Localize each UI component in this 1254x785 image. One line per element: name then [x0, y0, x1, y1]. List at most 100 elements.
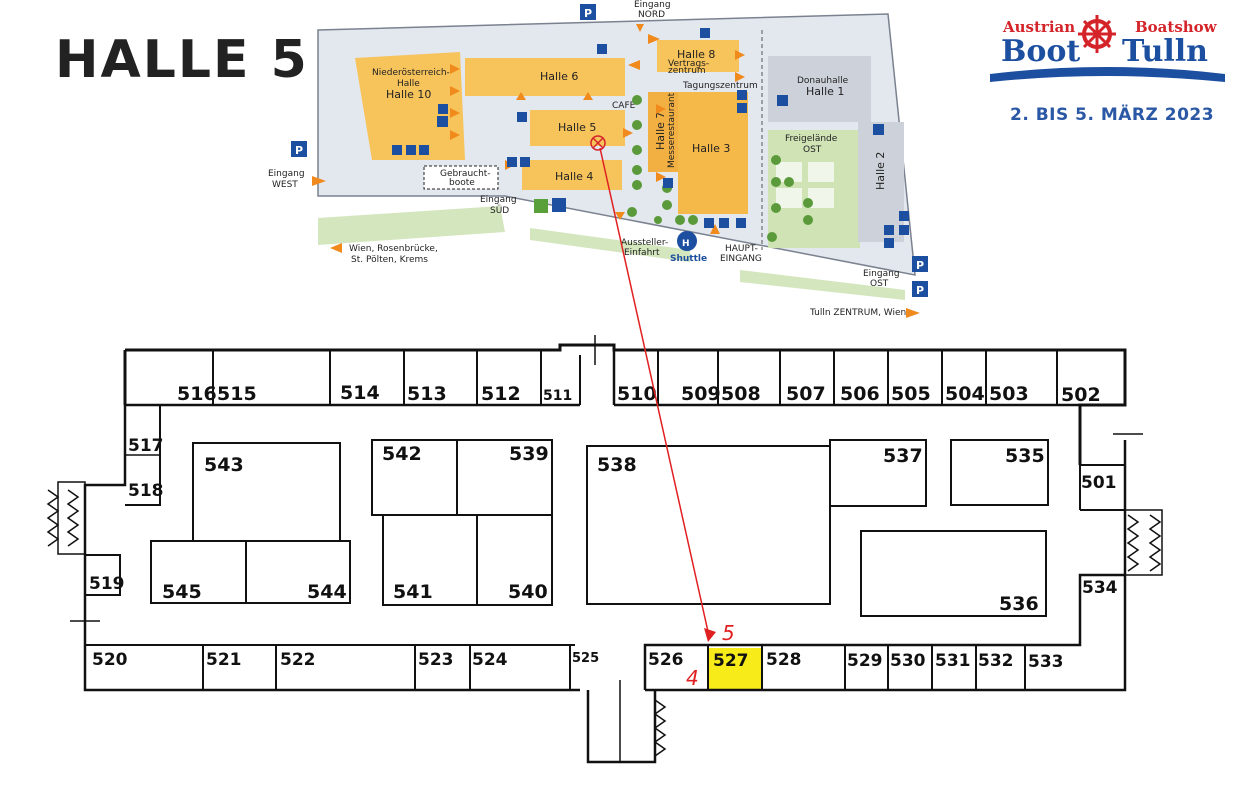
label-eingang-nord: Eingang — [634, 0, 671, 10]
stand-541-box[interactable] — [382, 514, 478, 606]
label-halle-6: Halle 6 — [540, 70, 578, 83]
stand-545-box[interactable] — [150, 540, 247, 604]
label-aussteller: Aussteller- — [621, 238, 668, 248]
stand-532[interactable]: 532 — [978, 651, 1014, 671]
stand-540-box[interactable] — [476, 514, 553, 606]
logo-wave — [990, 15, 1225, 82]
event-dates: 2. BIS 5. MÄRZ 2023 — [1010, 105, 1215, 125]
wc-icons — [438, 28, 909, 228]
logo-tulln: Tulln — [1122, 34, 1208, 69]
stand-523[interactable]: 523 — [418, 650, 454, 670]
label-sued: SÜD — [490, 205, 509, 216]
bus-stop-h: H — [682, 239, 690, 249]
stand-543-box[interactable] — [192, 442, 341, 542]
label-eingang-haupt: EINGANG — [720, 254, 762, 264]
stand-537-box[interactable] — [829, 439, 927, 507]
stand-530[interactable]: 530 — [890, 651, 926, 671]
green-area-south — [530, 228, 690, 262]
stand-510[interactable]: 510 — [617, 383, 657, 405]
stand-536-box[interactable] — [860, 530, 1047, 617]
label-halle-4: Halle 4 — [555, 170, 593, 183]
stand-508[interactable]: 508 — [721, 383, 761, 405]
bottom-row-dividers — [202, 645, 1026, 690]
parking-label-nord: P — [584, 7, 592, 20]
stand-539-box[interactable] — [456, 439, 553, 516]
green-area-west — [318, 206, 505, 245]
stand-509[interactable]: 509 — [681, 383, 721, 405]
stand-512[interactable]: 512 — [481, 383, 521, 405]
stand-507[interactable]: 507 — [786, 383, 826, 405]
stand-511[interactable]: 511 — [543, 388, 572, 404]
label-niederoesterreich: Niederösterreich- — [372, 68, 450, 78]
stand-527[interactable]: 527 — [713, 651, 749, 671]
logo-boatshow: Boatshow — [1135, 18, 1217, 36]
stand-545[interactable]: 545 — [162, 581, 202, 603]
stand-533[interactable]: 533 — [1028, 652, 1064, 672]
shuttle-icon — [677, 231, 697, 251]
stand-502[interactable]: 502 — [1061, 384, 1101, 406]
stand-504[interactable]: 504 — [945, 383, 985, 405]
label-einfahrt: Einfahrt — [624, 248, 660, 258]
stand-531[interactable]: 531 — [935, 651, 971, 671]
halle-6 — [465, 58, 625, 96]
stand-519[interactable]: 519 — [89, 574, 125, 594]
stand-521[interactable]: 521 — [206, 650, 242, 670]
halle-10 — [355, 52, 465, 160]
label-halle-10: Halle 10 — [386, 88, 431, 101]
stand-535-box[interactable] — [950, 439, 1049, 506]
stand-501[interactable]: 501 — [1081, 473, 1117, 493]
stand-538[interactable]: 538 — [597, 454, 637, 476]
halle-2 — [858, 122, 904, 242]
stand-541[interactable]: 541 — [393, 581, 433, 603]
stand-522[interactable]: 522 — [280, 650, 316, 670]
parking-label-ost-1: P — [916, 259, 924, 272]
stand-524[interactable]: 524 — [472, 650, 508, 670]
label-halle-2: Halle 2 — [874, 152, 887, 190]
route-arrowhead — [704, 628, 716, 642]
label-nord: NORD — [638, 10, 665, 20]
parking-label-west: P — [295, 144, 303, 157]
stand-538-box[interactable] — [586, 445, 831, 605]
label-messerestaurant: Messerestaurant — [667, 92, 677, 168]
label-eingang-ost: Eingang — [863, 269, 900, 279]
stand-543[interactable]: 543 — [204, 454, 244, 476]
stand-544[interactable]: 544 — [307, 581, 347, 603]
stand-529[interactable]: 529 — [847, 651, 883, 671]
stand-517[interactable]: 517 — [128, 436, 164, 456]
stand-516[interactable]: 516 — [177, 383, 217, 405]
stand-514[interactable]: 514 — [340, 382, 380, 404]
stand-503[interactable]: 503 — [989, 383, 1029, 405]
label-west: WEST — [272, 180, 298, 190]
stand-515[interactable]: 515 — [217, 383, 257, 405]
stand-535[interactable]: 535 — [1005, 445, 1045, 467]
stand-544-box[interactable] — [245, 540, 351, 604]
stand-536[interactable]: 536 — [999, 593, 1039, 615]
stand-525[interactable]: 525 — [572, 651, 599, 666]
stand-506[interactable]: 506 — [840, 383, 880, 405]
label-halle-3: Halle 3 — [692, 142, 730, 155]
label-shuttle: Shuttle — [670, 254, 707, 264]
stand-528[interactable]: 528 — [766, 650, 802, 670]
parking-icons — [291, 4, 928, 297]
stand-520[interactable]: 520 — [92, 650, 128, 670]
donauhalle-halle-1 — [768, 56, 871, 122]
parking-label-ost-2: P — [916, 284, 924, 297]
stand-542[interactable]: 542 — [382, 443, 422, 465]
boatshow-logo: Austrian Boatshow Boot Tulln — [985, 12, 1230, 92]
halle-7 — [648, 92, 678, 172]
stand-534[interactable]: 534 — [1082, 578, 1118, 598]
stand-539[interactable]: 539 — [509, 443, 549, 465]
stand-526[interactable]: 526 — [648, 650, 684, 670]
stand-505[interactable]: 505 — [891, 383, 931, 405]
label-cafe: CAFE — [612, 101, 636, 111]
stand-537[interactable]: 537 — [883, 445, 923, 467]
label-eingang-sued: Eingang — [480, 195, 517, 205]
label-donauhalle: Donauhalle — [797, 76, 849, 86]
stand-540[interactable]: 540 — [508, 581, 548, 603]
stand-518[interactable]: 518 — [128, 481, 164, 501]
stand-527-highlight[interactable] — [708, 648, 762, 691]
label-vertrag: Vertrags- — [668, 59, 709, 69]
stand-513[interactable]: 513 — [407, 383, 447, 405]
